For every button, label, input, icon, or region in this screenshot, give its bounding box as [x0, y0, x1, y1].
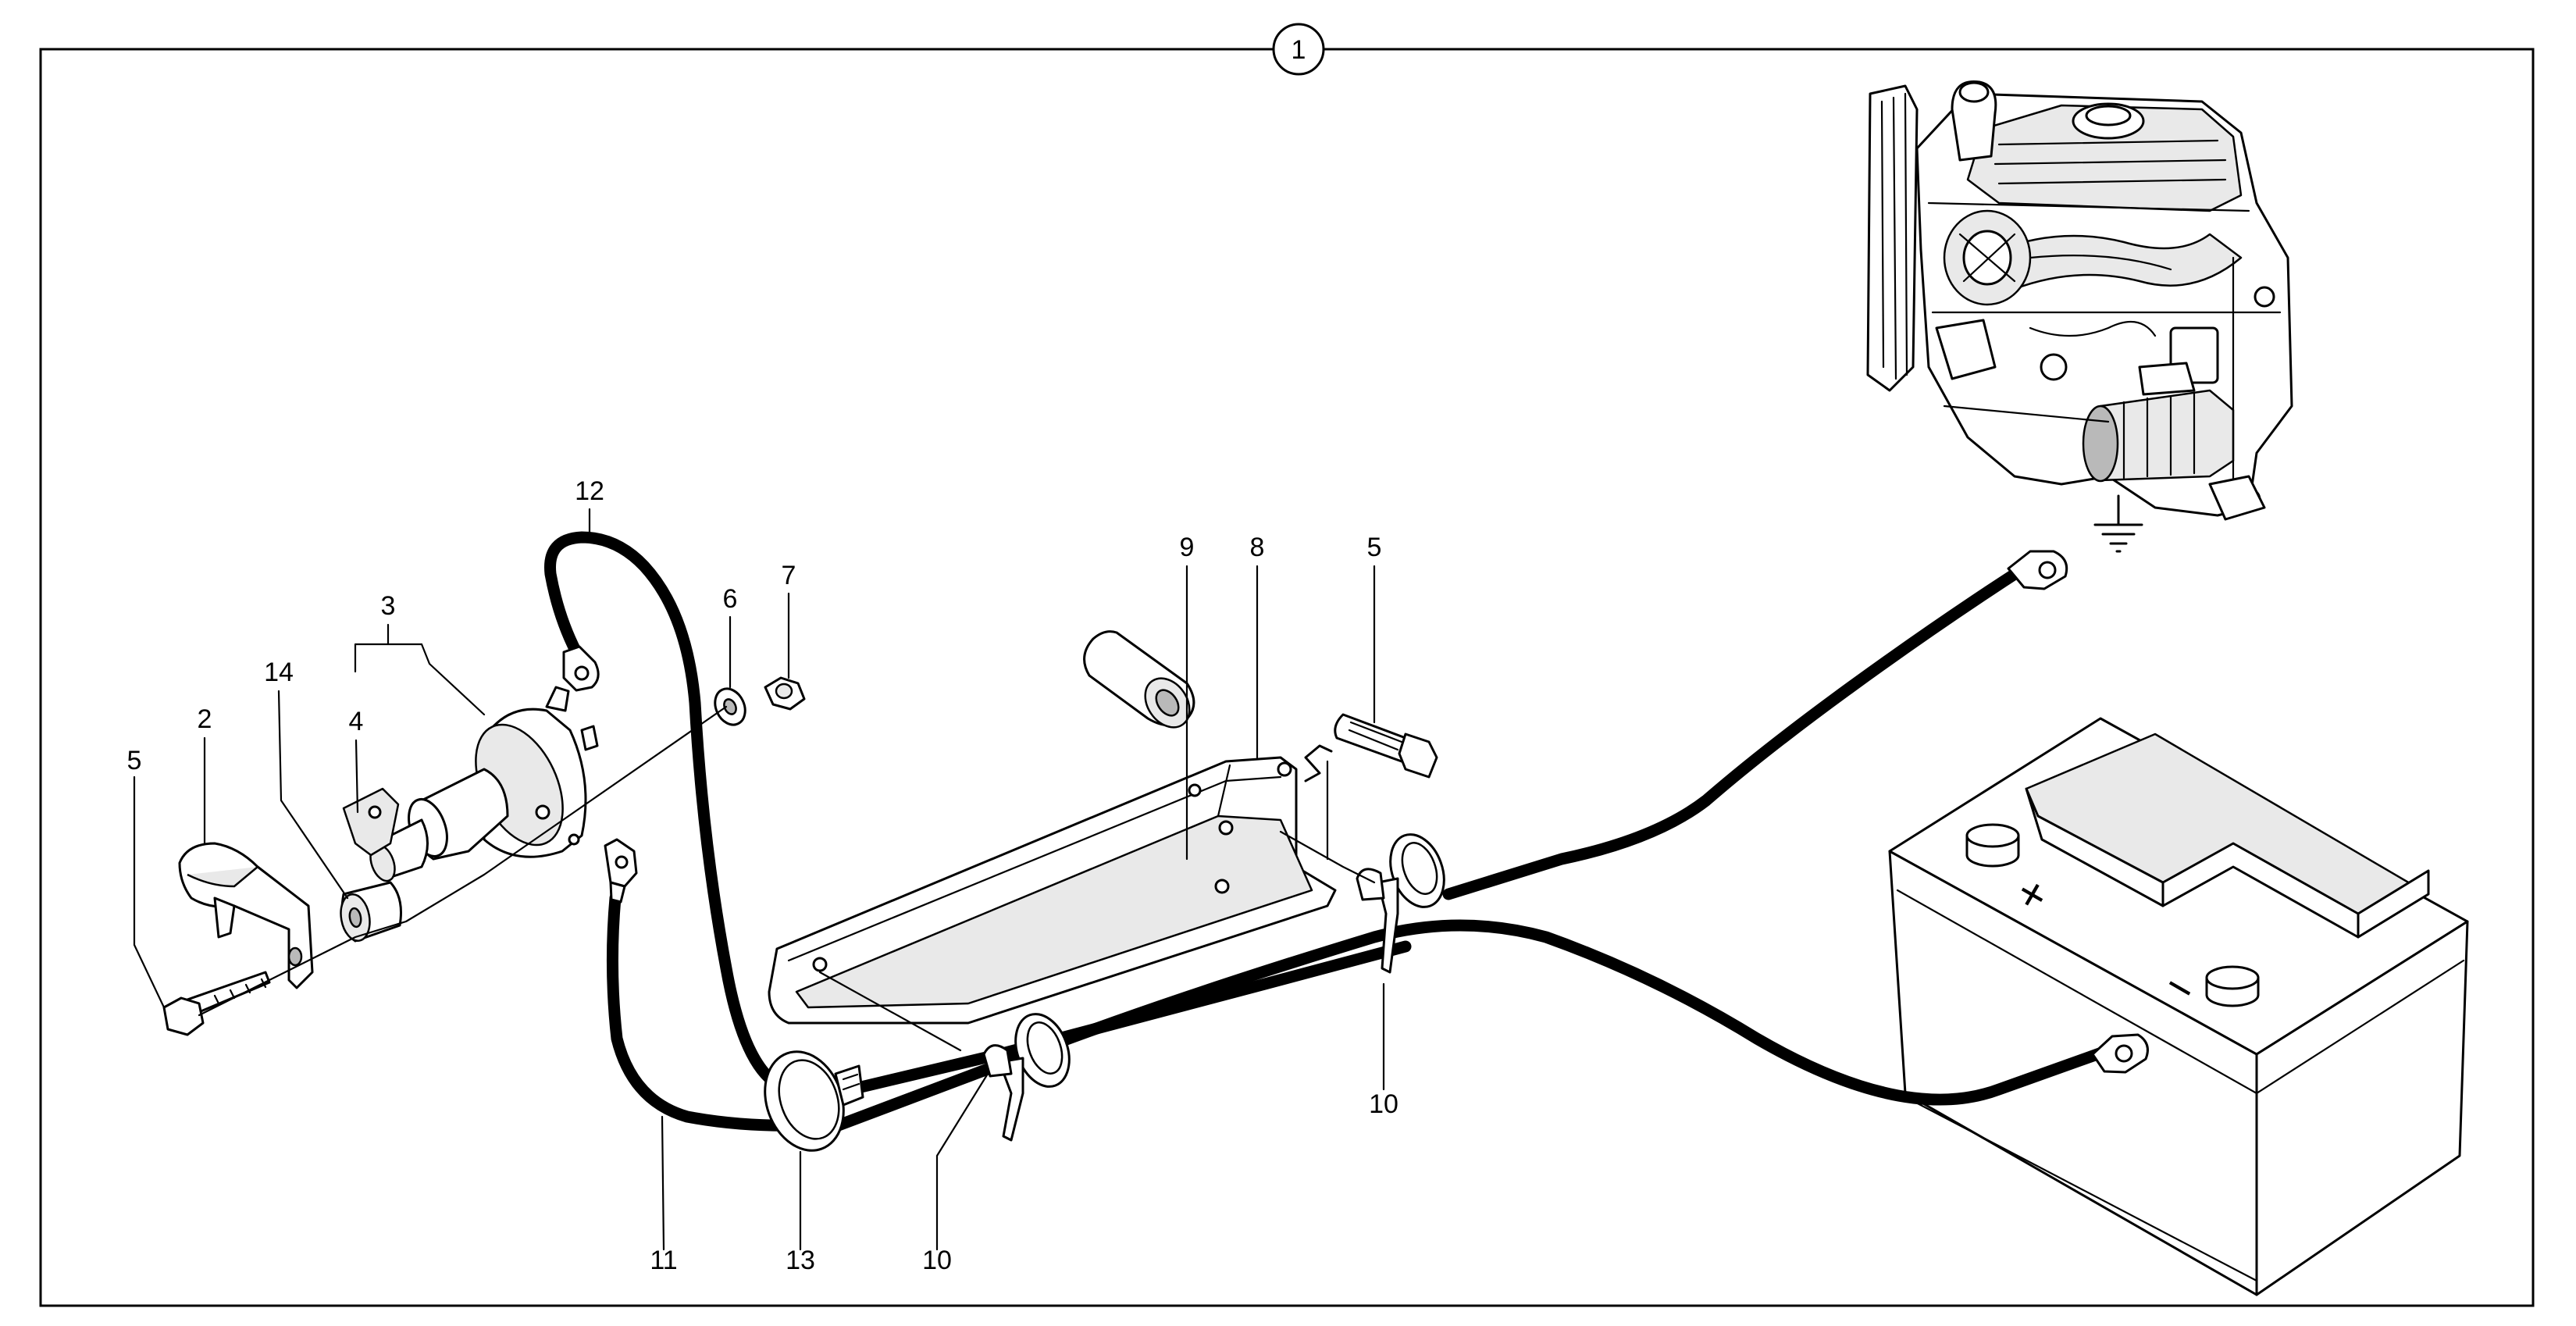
spacer-9	[1083, 630, 1195, 729]
bolt-5-right	[1334, 713, 1438, 779]
callout-3: 3	[381, 591, 396, 621]
callout-4: 4	[349, 707, 364, 736]
axis-line-bracket	[818, 971, 962, 1052]
frame-number: 1	[1292, 35, 1306, 65]
callout-5-left: 5	[127, 746, 142, 775]
axis-line-left	[198, 705, 728, 1017]
cable-tie-10-bottom	[982, 1013, 1071, 1142]
bolt-5-left	[162, 971, 271, 1036]
callout-12: 12	[575, 476, 604, 506]
callout-10-right: 10	[1369, 1089, 1398, 1119]
ground-symbol-icon	[2093, 494, 2143, 553]
cable-11	[606, 892, 826, 1132]
callout-2: 2	[198, 704, 212, 734]
cable-12-eyelet	[562, 645, 600, 692]
callout-8: 8	[1250, 533, 1265, 562]
callout-14: 14	[264, 658, 294, 687]
clamp-13	[764, 1050, 864, 1152]
callout-13: 13	[786, 1246, 815, 1275]
bracket-2	[178, 842, 314, 989]
nut-7	[764, 676, 806, 711]
battery-cable-eyelet	[2091, 1033, 2149, 1074]
bracket-8	[768, 756, 1337, 1025]
callout-5-right: 5	[1367, 533, 1382, 562]
cable-12	[544, 531, 1412, 1096]
callout-11: 11	[650, 1246, 677, 1275]
battery-cable	[814, 919, 2115, 1139]
solenoid-3	[342, 686, 599, 882]
battery-illustration: + −	[1888, 717, 2469, 1296]
engine-cable-eyelet	[2007, 550, 2068, 590]
cable-11-eyelet	[604, 838, 638, 904]
washer-6	[714, 687, 746, 726]
engine-illustration	[1866, 80, 2293, 521]
leader-lines	[133, 508, 1385, 1251]
callout-10-bottom: 10	[922, 1246, 952, 1275]
spacer-14	[340, 881, 402, 943]
ground-cable	[1442, 565, 2025, 900]
callout-6: 6	[723, 584, 738, 614]
frame-number-badge: 1	[1272, 23, 1325, 76]
callout-9: 9	[1180, 533, 1195, 562]
axis-line-right	[1279, 830, 1376, 884]
callout-7: 7	[782, 561, 796, 590]
